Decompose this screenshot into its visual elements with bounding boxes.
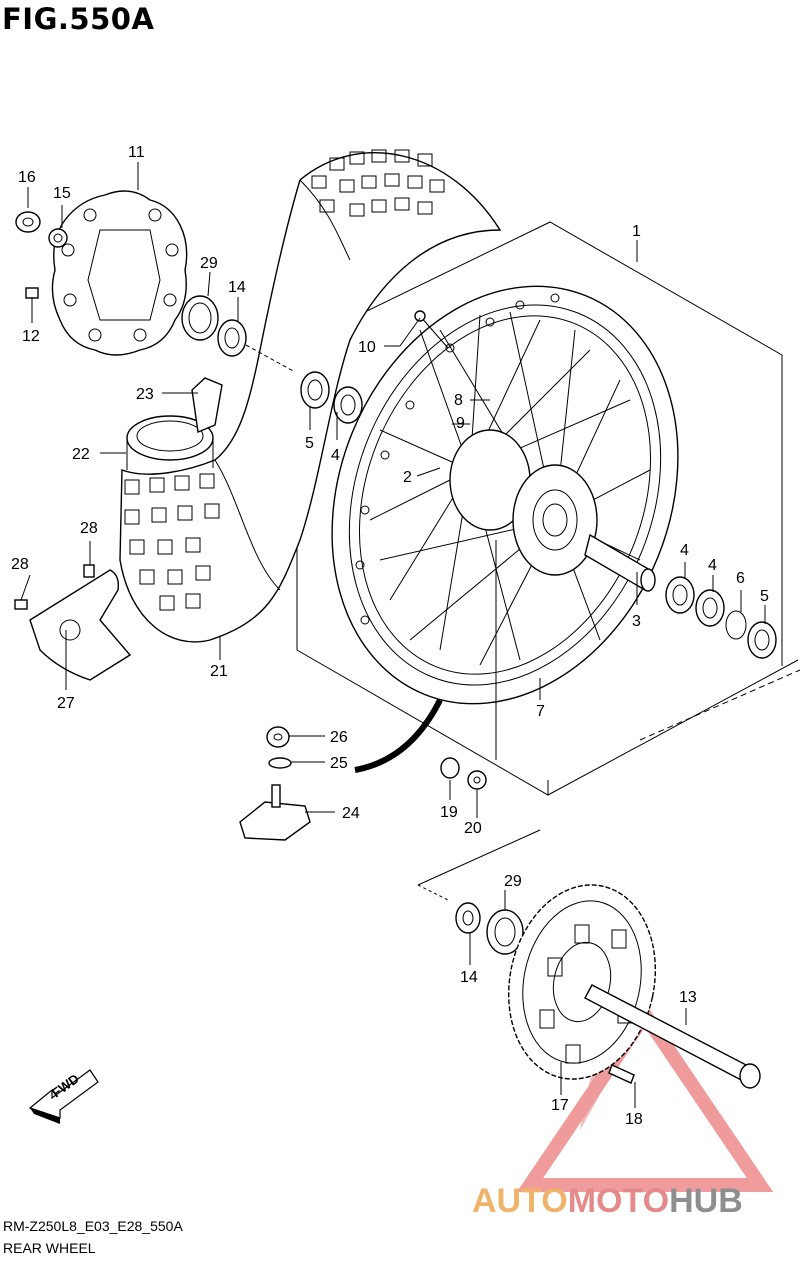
inner-tube[interactable] — [126, 415, 214, 470]
watermark-part-3: HUB — [669, 1182, 743, 1220]
watermark-text: AUTOMOTOHUB — [472, 1182, 743, 1221]
fwd-direction-arrow: FWD — [28, 1069, 99, 1124]
callout-15: 15 — [53, 185, 71, 202]
callout-28-left: 28 — [11, 556, 29, 573]
watermark-part-1: AUTO — [472, 1182, 568, 1220]
rim-lock[interactable] — [239, 784, 311, 841]
bolt-28-right[interactable] — [83, 564, 95, 578]
figure-code: RM-Z250L8_E03_E28_550A — [3, 1218, 183, 1234]
callout-9: 9 — [456, 415, 465, 432]
washer-20[interactable] — [467, 770, 487, 790]
tire-tread-bottom — [124, 473, 220, 611]
callout-21: 21 — [210, 663, 228, 680]
callout-5-right: 5 — [760, 588, 769, 605]
callout-23: 23 — [136, 386, 154, 403]
callout-29-top: 29 — [200, 255, 218, 272]
callout-19: 19 — [440, 804, 458, 821]
callout-24: 24 — [342, 805, 360, 822]
bolt-12[interactable] — [25, 287, 39, 299]
callout-13: 13 — [679, 989, 697, 1006]
callout-10: 10 — [358, 339, 376, 356]
callout-14-top: 14 — [228, 279, 246, 296]
rear-sprocket[interactable] — [491, 871, 673, 1093]
callout-3: 3 — [632, 613, 641, 630]
bearing-4-right-a[interactable] — [665, 576, 695, 614]
callout-4-right-b: 4 — [708, 557, 717, 574]
callout-8: 8 — [454, 392, 463, 409]
callout-12: 12 — [22, 328, 40, 345]
callout-26: 26 — [330, 729, 348, 746]
callout-14-bottom: 14 — [460, 969, 478, 986]
leader-lines — [20, 162, 766, 1108]
watermark-part-2: MOTO — [567, 1182, 670, 1220]
callout-20: 20 — [464, 820, 482, 837]
callout-29-bottom: 29 — [504, 873, 522, 890]
bearing-4-right-b[interactable] — [695, 589, 725, 627]
callout-4-right-a: 4 — [680, 542, 689, 559]
callout-5-left: 5 — [305, 435, 314, 452]
figure-name: REAR WHEEL — [3, 1240, 96, 1256]
callout-25: 25 — [330, 755, 348, 772]
callout-17: 17 — [551, 1097, 569, 1114]
callout-28-right: 28 — [80, 520, 98, 537]
brake-disc[interactable] — [51, 190, 188, 356]
oil-seal-5-left[interactable] — [300, 371, 330, 409]
wheel-hub[interactable] — [449, 429, 598, 576]
callout-16: 16 — [18, 169, 36, 186]
rim-band[interactable] — [191, 377, 223, 433]
nut-16[interactable] — [15, 211, 41, 233]
bearing-4-left[interactable] — [333, 386, 363, 424]
oil-seal-5-right[interactable] — [747, 621, 777, 659]
bolt-18[interactable] — [608, 1064, 635, 1084]
figure-title: FIG.550A — [2, 2, 155, 36]
callout-1: 1 — [632, 223, 641, 240]
dust-seal-29-top[interactable] — [181, 295, 219, 341]
callout-27: 27 — [57, 695, 75, 712]
valve-stem[interactable] — [414, 310, 449, 349]
collar-14-bottom[interactable] — [455, 902, 481, 934]
callout-2: 2 — [403, 469, 412, 486]
callout-labels: 1 2 3 4 4 4 5 5 6 7 8 9 10 11 12 13 14 1… — [11, 144, 769, 1128]
nut-26[interactable] — [266, 726, 290, 748]
callout-4-left: 4 — [331, 447, 340, 464]
nut-19[interactable] — [440, 757, 460, 779]
rim-nipples — [355, 293, 560, 625]
washer-25[interactable] — [268, 757, 292, 769]
collar-14-top[interactable] — [217, 319, 247, 357]
circlip-6[interactable] — [725, 610, 747, 640]
callout-7: 7 — [536, 703, 545, 720]
bolt-28-left[interactable] — [14, 599, 28, 610]
washer-15[interactable] — [48, 228, 68, 248]
callout-22: 22 — [72, 446, 90, 463]
callout-11: 11 — [128, 144, 145, 161]
disc-guard[interactable] — [29, 569, 132, 681]
callout-6: 6 — [736, 570, 745, 587]
hub-spacer[interactable] — [584, 533, 656, 592]
tire-tread-top — [311, 149, 445, 217]
callout-18: 18 — [625, 1111, 643, 1128]
rear-axle[interactable] — [584, 984, 761, 1089]
